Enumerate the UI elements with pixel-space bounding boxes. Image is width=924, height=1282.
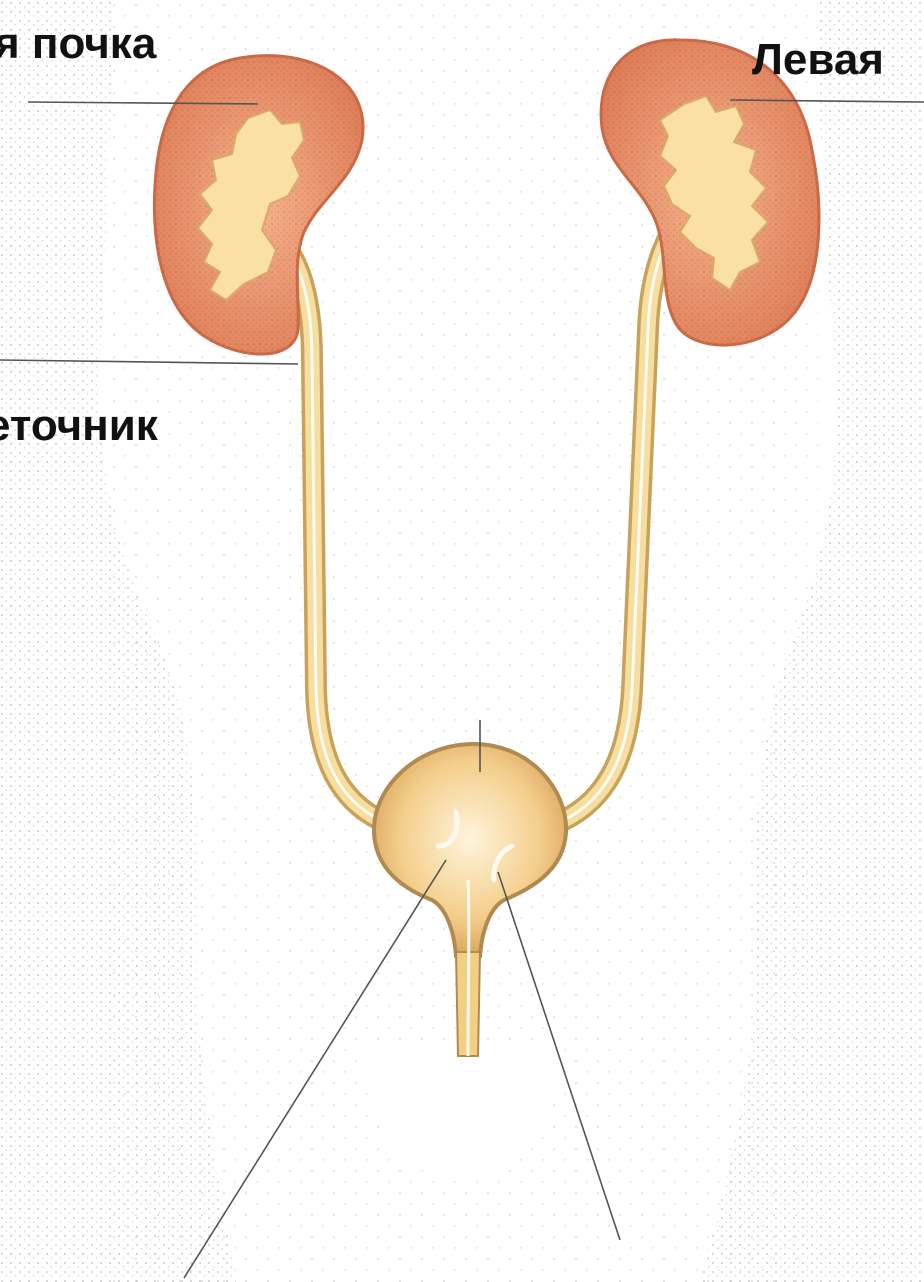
label-right-kidney: я почка bbox=[0, 22, 156, 66]
label-left-kidney: Левая bbox=[752, 38, 884, 82]
urethra-lumen bbox=[468, 880, 469, 1056]
label-ureter: еточник bbox=[0, 404, 158, 448]
